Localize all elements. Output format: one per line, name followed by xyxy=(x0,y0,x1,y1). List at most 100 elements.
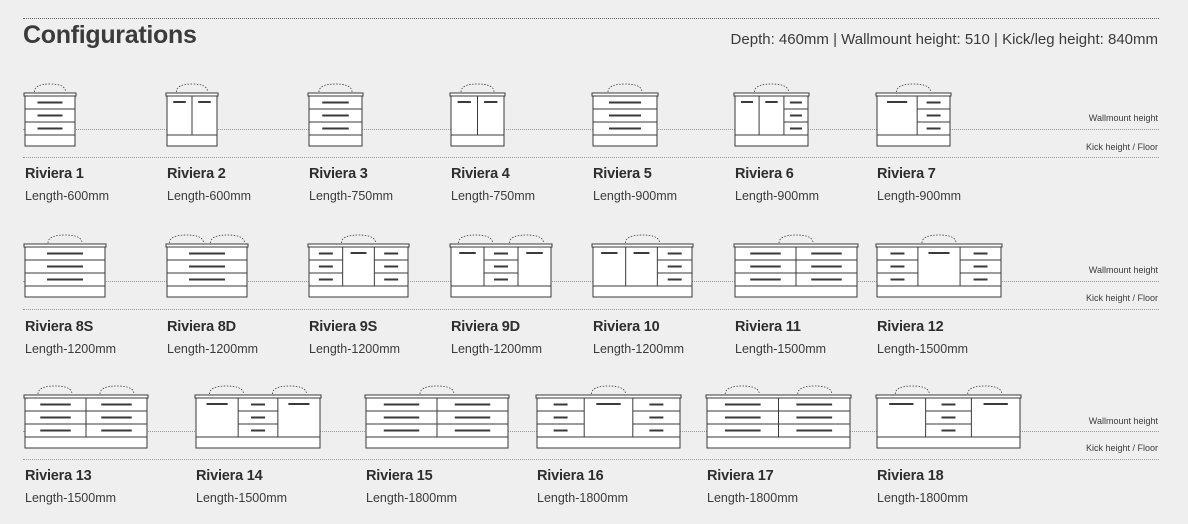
cabinet-drawing-icon xyxy=(449,234,553,298)
drawer-handle xyxy=(40,429,71,432)
drawer-handle xyxy=(322,101,349,104)
cabinet-drawing-icon xyxy=(875,83,952,147)
drawer-handle xyxy=(494,278,508,281)
cabinet-drawing-icon xyxy=(165,83,219,147)
cabinet-body xyxy=(592,246,693,298)
drawer-handle xyxy=(101,403,132,406)
configuration-name: Riviera 10 xyxy=(593,319,660,335)
configuration-name: Riviera 15 xyxy=(366,468,433,484)
drawer-handle xyxy=(47,278,83,281)
drawer-handle xyxy=(926,114,941,117)
cabinet-drawing-icon xyxy=(449,83,506,147)
drawer-handle xyxy=(609,101,641,104)
configuration-length: Length-1200mm xyxy=(167,342,259,356)
drawer-handle xyxy=(890,252,905,255)
drawer-handle xyxy=(189,265,225,268)
door-handle xyxy=(601,252,618,254)
drawer-handle xyxy=(40,416,71,419)
page-title: Configurations xyxy=(23,21,197,49)
drawer-handle xyxy=(189,252,225,255)
cabinet-drawing-icon xyxy=(591,83,659,147)
cabinet-body xyxy=(450,246,552,298)
configuration-name: Riviera 12 xyxy=(877,319,944,335)
wallmount-guide-line xyxy=(23,281,1159,282)
configuration-length: Length-1500mm xyxy=(735,342,827,356)
wallmount-guide-label: Wallmount height xyxy=(1088,416,1158,426)
drawer-handle xyxy=(973,278,988,281)
basin-icon xyxy=(607,83,643,93)
configuration-name: Riviera 4 xyxy=(451,166,510,182)
drawer-handle xyxy=(40,403,71,406)
basin-icon xyxy=(797,385,833,395)
drawer-handle xyxy=(318,252,333,255)
cabinet-body xyxy=(195,397,321,449)
door-handle xyxy=(198,101,211,103)
drawer-handle xyxy=(609,127,641,130)
drawer-handle xyxy=(609,114,641,117)
wallmount-guide-line xyxy=(23,129,1159,130)
drawer-handle xyxy=(101,429,132,432)
configuration-length: Length-1800mm xyxy=(366,491,458,505)
drawer-handle xyxy=(384,278,399,281)
drawer-handle xyxy=(941,429,956,432)
drawer-handle xyxy=(724,429,761,432)
cabinet-drawing-icon xyxy=(364,385,510,449)
cabinet-body xyxy=(876,246,1002,298)
drawer-handle xyxy=(789,101,802,104)
cabinet-drawing-icon xyxy=(307,83,364,147)
configuration-name: Riviera 17 xyxy=(707,468,774,484)
cabinet-drawing-icon xyxy=(23,234,107,298)
drawer-handle xyxy=(667,252,682,255)
top-divider xyxy=(23,18,1159,19)
door-handle xyxy=(887,101,908,103)
configuration-length: Length-600mm xyxy=(25,189,110,203)
basin-icon xyxy=(47,234,83,244)
cabinet-body xyxy=(308,246,409,298)
drawer-handle xyxy=(384,265,399,268)
drawer-handle xyxy=(553,416,568,419)
drawer-handle xyxy=(724,416,761,419)
drawer-handle xyxy=(724,403,761,406)
configuration-name: Riviera 2 xyxy=(167,166,226,182)
configuration-length: Length-900mm xyxy=(735,189,820,203)
basin-icon xyxy=(210,234,245,244)
basin-icon xyxy=(778,234,814,244)
cabinet-drawing-icon xyxy=(23,385,149,449)
drawer-handle xyxy=(796,429,833,432)
drawer-handle xyxy=(318,265,333,268)
drawer-handle xyxy=(189,278,225,281)
drawer-handle xyxy=(750,252,781,255)
configuration-card: Riviera 15 Length-1800mm xyxy=(364,383,513,505)
basin-icon xyxy=(169,234,204,244)
cabinet-body xyxy=(308,95,363,147)
configuration-name: Riviera 6 xyxy=(735,166,794,182)
drawer-handle xyxy=(318,278,333,281)
kick-guide-label: Kick height / Floor xyxy=(1085,293,1158,303)
drawer-handle xyxy=(454,403,491,406)
door-handle xyxy=(206,403,228,405)
configuration-name: Riviera 7 xyxy=(877,166,936,182)
configuration-name: Riviera 16 xyxy=(537,468,604,484)
drawer-handle xyxy=(251,403,265,406)
drawer-handle xyxy=(37,101,63,104)
cabinet-drawing-icon xyxy=(194,385,322,449)
basin-icon xyxy=(318,83,353,93)
basin-icon xyxy=(37,385,73,395)
drawer-handle xyxy=(553,403,568,406)
configuration-card: Riviera 16 Length-1800mm xyxy=(535,383,685,505)
door-handle xyxy=(633,252,650,254)
configuration-name: Riviera 13 xyxy=(25,468,92,484)
door-handle xyxy=(526,252,543,254)
drawer-handle xyxy=(322,127,349,130)
cabinet-body xyxy=(876,95,951,147)
configuration-length: Length-1800mm xyxy=(537,491,629,505)
basin-icon xyxy=(921,234,957,244)
